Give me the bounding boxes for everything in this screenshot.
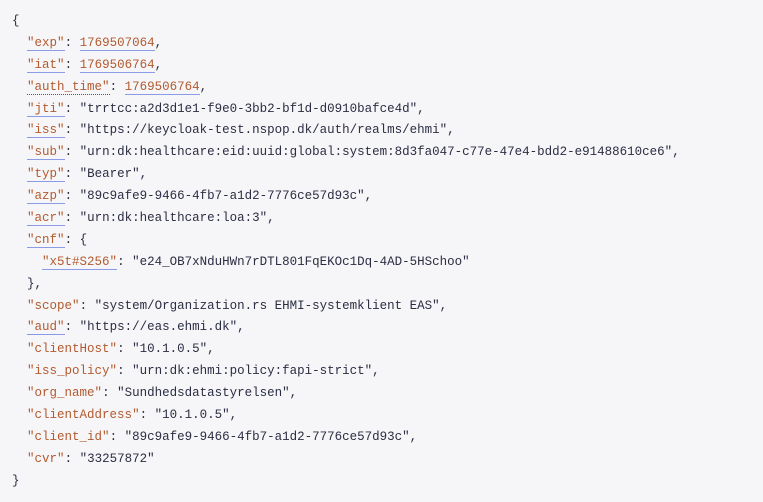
json-key[interactable]: "azp"	[27, 189, 65, 205]
json-key-name: jti	[34, 101, 58, 116]
json-key: "iss_policy"	[27, 364, 118, 379]
json-line: "exp": 1769507064,	[27, 35, 163, 51]
json-key: "clientHost"	[27, 342, 118, 357]
json-key[interactable]: "acr"	[27, 211, 65, 227]
json-key[interactable]: "iat"	[27, 57, 65, 73]
json-key-name: client_id	[34, 429, 103, 444]
json-line: "clientHost": "10.1.0.5",	[27, 342, 215, 357]
json-line: "acr": "urn:dk:healthcare:loa:3",	[27, 211, 275, 227]
json-key-name: iss_policy	[34, 364, 110, 379]
json-key[interactable]: "exp"	[27, 35, 65, 51]
json-value: "10.1.0.5"	[132, 342, 208, 357]
json-line: "client_id": "89c9afe9-9466-4fb7-a1d2-77…	[27, 429, 418, 444]
json-value: "10.1.0.5"	[154, 408, 230, 423]
json-line: "clientAddress": "10.1.0.5",	[27, 408, 238, 423]
json-key-name: typ	[34, 167, 58, 182]
json-key-name: sub	[34, 145, 58, 160]
json-key[interactable]: "cnf"	[27, 232, 65, 248]
json-line: "org_name": "Sundhedsdatastyrelsen",	[27, 386, 298, 401]
json-line: "typ": "Bearer",	[27, 167, 148, 183]
json-value: {	[79, 232, 88, 247]
json-value[interactable]: 1769506764	[79, 57, 155, 73]
json-key-name: clientHost	[34, 342, 110, 357]
json-line: "iss": "https://keycloak-test.nspop.dk/a…	[27, 123, 455, 139]
json-line: "cvr": "33257872"	[27, 451, 155, 466]
json-value[interactable]: 1769506764	[124, 79, 200, 95]
json-value: "89c9afe9-9466-4fb7-a1d2-7776ce57d93c"	[124, 429, 410, 444]
json-value: "e24_OB7xNduHWn7rDTL801FqEKOc1Dq-4AD-5HS…	[132, 254, 470, 269]
jwt-payload-json-viewer: { "exp": 1769507064, "iat": 1769506764, …	[12, 11, 680, 493]
json-line: "aud": "https://eas.ehmi.dk",	[27, 320, 245, 336]
json-line: "sub": "urn:dk:healthcare:eid:uuid:globa…	[27, 145, 680, 161]
json-key: "client_id"	[27, 429, 110, 444]
json-value[interactable]: 1769507064	[79, 35, 155, 51]
json-key[interactable]: "iss"	[27, 123, 65, 139]
json-value: "Sundhedsdatastyrelsen"	[117, 386, 290, 401]
json-key-name: x5t#S256	[49, 254, 110, 269]
json-key-name: iat	[34, 57, 58, 72]
json-line: "iss_policy": "urn:dk:ehmi:policy:fapi-s…	[27, 364, 380, 379]
json-key: "cvr"	[27, 451, 65, 466]
json-brace: },	[27, 276, 43, 291]
json-key-name: azp	[34, 189, 58, 204]
json-line: }	[12, 471, 680, 493]
json-key[interactable]: "sub"	[27, 145, 65, 161]
json-value: "urn:dk:healthcare:loa:3"	[79, 211, 268, 226]
json-key-name: cvr	[34, 451, 58, 466]
json-line: {	[12, 11, 680, 33]
json-value: "urn:dk:ehmi:policy:fapi-strict"	[132, 364, 373, 379]
json-line: "cnf": {	[27, 232, 88, 248]
json-line: "iat": 1769506764,	[27, 57, 163, 73]
json-key[interactable]: "auth_time"	[27, 79, 110, 95]
json-line: "azp": "89c9afe9-9466-4fb7-a1d2-7776ce57…	[27, 189, 373, 205]
json-key-name: aud	[34, 320, 58, 335]
json-key: "org_name"	[27, 386, 103, 401]
json-value: "system/Organization.rs EHMI-systemklien…	[94, 298, 440, 313]
json-line: "x5t#S256": "e24_OB7xNduHWn7rDTL801FqEKO…	[42, 254, 470, 270]
json-key-name: acr	[34, 211, 58, 226]
json-value: "89c9afe9-9466-4fb7-a1d2-7776ce57d93c"	[79, 189, 365, 204]
json-value: "33257872"	[79, 451, 155, 466]
json-value: "https://eas.ehmi.dk"	[79, 320, 238, 335]
json-value: "urn:dk:healthcare:eid:uuid:global:syste…	[79, 145, 673, 160]
json-line: "auth_time": 1769506764,	[27, 79, 208, 95]
json-key-name: org_name	[34, 386, 95, 401]
json-brace: {	[12, 14, 20, 28]
json-line: "jti": "trrtcc:a2d3d1e1-f9e0-3bb2-bf1d-d…	[27, 101, 425, 117]
json-line: },	[12, 274, 680, 296]
json-key[interactable]: "x5t#S256"	[42, 254, 118, 270]
json-value: "Bearer"	[79, 167, 140, 182]
json-key: "clientAddress"	[27, 408, 140, 423]
json-brace: }	[12, 473, 20, 488]
json-key[interactable]: "typ"	[27, 167, 65, 183]
json-key-name: auth_time	[34, 79, 103, 94]
json-key: "scope"	[27, 298, 80, 313]
json-key[interactable]: "aud"	[27, 320, 65, 336]
json-key-name: iss	[34, 123, 58, 138]
json-key-name: clientAddress	[34, 408, 133, 423]
json-line: "scope": "system/Organization.rs EHMI-sy…	[27, 298, 448, 313]
json-key-name: cnf	[34, 232, 58, 247]
json-key-name: exp	[34, 35, 58, 50]
json-key-name: scope	[34, 298, 73, 313]
json-key[interactable]: "jti"	[27, 101, 65, 117]
json-value: "trrtcc:a2d3d1e1-f9e0-3bb2-bf1d-d0910baf…	[79, 101, 418, 116]
json-value: "https://keycloak-test.nspop.dk/auth/rea…	[79, 123, 448, 138]
